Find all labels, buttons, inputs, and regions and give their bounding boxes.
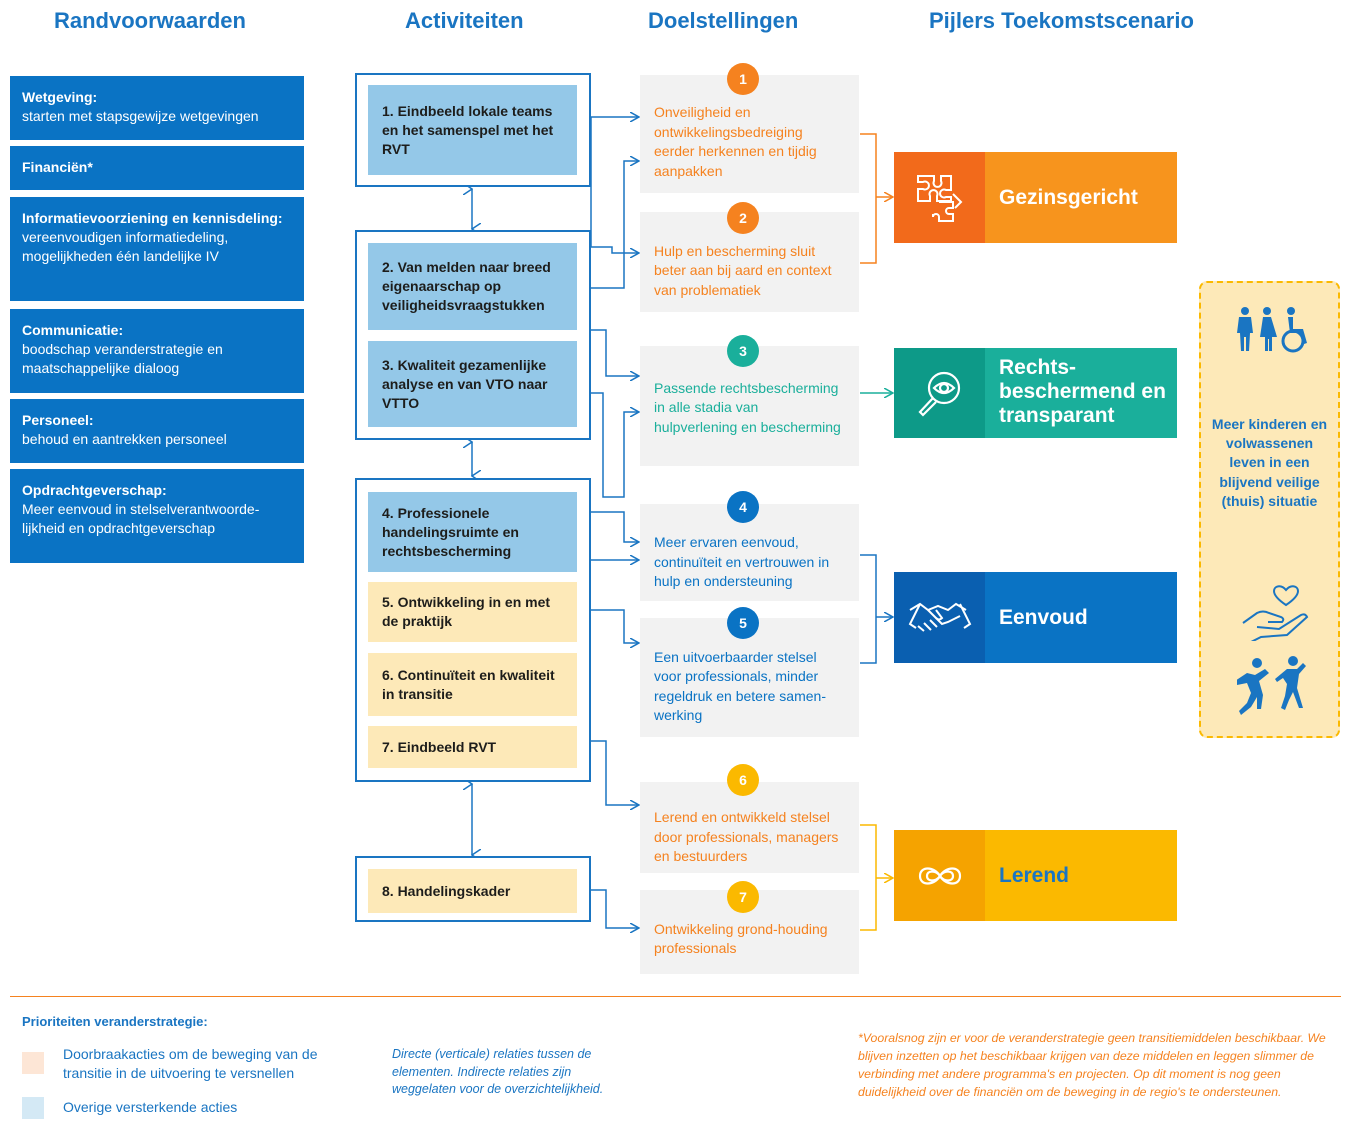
randvoorwaarde-communicatie: Communicatie: boodschap veranderstrategi…	[10, 309, 304, 393]
heart-hand-icon	[1242, 585, 1309, 641]
goal-6: Lerend en ontwikkeld stelsel door profes…	[640, 782, 859, 873]
outcome-box: Meer kinderen en volwassenen leven in ee…	[1199, 281, 1340, 738]
randvoorwaarde-text: behoud en aantrekken personeel	[22, 431, 227, 447]
randvoorwaarde-opdrachtgeverschap: Opdrachtgeverschap: Meer eenvoud in stel…	[10, 469, 304, 563]
goal-1: Onveiligheid en ontwikkelingsbedreiging …	[640, 75, 859, 193]
pillar-lerend: Lerend	[894, 830, 1177, 921]
pillar-eenvoud: Eenvoud	[894, 572, 1177, 663]
pillar-rechtsbeschermend: Rechts-beschermend en transparant	[894, 348, 1177, 438]
randvoorwaarde-financien: Financiën*	[10, 146, 304, 190]
pillar-label: Lerend	[999, 863, 1070, 887]
goal-number-2: 2	[727, 202, 759, 234]
dancing-people-icon	[1237, 656, 1306, 715]
goal-text: Lerend en ontwikkeld stelsel door profes…	[654, 809, 839, 865]
activity-8: 8. Handelingskader	[368, 869, 577, 913]
randvoorwaarde-title: Wetgeving:	[22, 89, 98, 105]
legend-divider	[10, 996, 1341, 997]
activity-4: 4. Professionele handelingsruimte en rec…	[368, 492, 577, 572]
header-pijlers: Pijlers Toekomstscenario	[929, 8, 1194, 33]
goal-number-4: 4	[727, 491, 759, 523]
goal-number-5: 5	[727, 607, 759, 639]
randvoorwaarde-text: starten met stapsgewijze wetgevingen	[22, 108, 259, 124]
activity-6: 6. Continuïteit en kwaliteit in transiti…	[368, 653, 577, 716]
randvoorwaarde-title: Financiën*	[22, 159, 93, 175]
people-wheelchair-icon	[1237, 307, 1307, 353]
legend-title: Prioriteiten veranderstrategie:	[22, 1014, 208, 1029]
activity-3: 3. Kwaliteit gezamenlijke analyse en van…	[368, 341, 577, 427]
goal-number-3: 3	[727, 335, 759, 367]
legend-item-overig: Overige versterkende acties	[63, 1099, 238, 1115]
header-doelstellingen: Doelstellingen	[648, 8, 799, 33]
activity-2: 2. Van melden naar breed eigenaarschap o…	[368, 243, 577, 330]
pillar-label: Eenvoud	[999, 605, 1088, 629]
puzzle-icon	[894, 152, 985, 243]
goal-text: Ontwikkeling grond-houding professionals	[654, 920, 828, 957]
randvoorwaarde-title: Personeel:	[22, 412, 94, 428]
goal-number-1: 1	[727, 63, 759, 95]
randvoorwaarde-text: vereenvoudigen informatiedeling, mogelij…	[22, 229, 229, 264]
activity-7: 7. Eindbeeld RVT	[368, 726, 577, 768]
infinity-icon	[894, 830, 985, 921]
randvoorwaarde-text: Meer eenvoud in stelselverantwoorde-lijk…	[22, 501, 260, 536]
goal-5: Een uitvoerbaarder stelsel voor professi…	[640, 618, 859, 737]
randvoorwaarde-title: Opdrachtgeverschap:	[22, 482, 167, 498]
pillar-label: Rechts-beschermend en transparant	[999, 356, 1166, 427]
pillar-gezinsgericht: Gezinsgericht	[894, 152, 1177, 243]
goal-text: Een uitvoerbaarder stelsel voor professi…	[654, 648, 826, 724]
goal-3: Passende rechtsbescherming in alle stadi…	[640, 346, 859, 466]
legend-swatch-doorbraak	[22, 1052, 44, 1074]
randvoorwaarde-wetgeving: Wetgeving: starten met stapsgewijze wetg…	[10, 76, 304, 140]
goal-text: Passende rechtsbescherming in alle stadi…	[654, 379, 841, 435]
randvoorwaarde-title: Informatievoorziening en kennisdeling:	[22, 210, 283, 226]
goal-number-6: 6	[727, 764, 759, 796]
pillar-label: Gezinsgericht	[999, 185, 1138, 209]
goal-number-7: 7	[727, 881, 759, 913]
legend-item-doorbraak: Doorbraakacties om de beweging van de tr…	[63, 1046, 318, 1081]
activity-1: 1. Eindbeeld lokale teams en het samensp…	[368, 85, 577, 175]
randvoorwaarde-text: boodschap veranderstrategie en maatschap…	[22, 341, 223, 376]
outcome-text: Meer kinderen en volwassenen leven in ee…	[1211, 416, 1328, 509]
goal-text: Onveiligheid en ontwikkelingsbedreiging …	[654, 104, 817, 179]
header-activiteiten: Activiteiten	[405, 8, 524, 33]
activity-5: 5. Ontwikkeling in en met de praktijk	[368, 582, 577, 642]
randvoorwaarde-personeel: Personeel: behoud en aantrekken personee…	[10, 399, 304, 463]
goal-text: Hulp en bescherming sluit beter aan bij …	[654, 242, 832, 298]
footnote: *Vooralsnog zijn er voor de veranderstra…	[858, 1031, 1326, 1099]
legend-note: Directe (verticale) relaties tussen de e…	[392, 1047, 604, 1096]
legend-swatch-overig	[22, 1097, 44, 1119]
magnifier-eye-icon	[894, 348, 985, 438]
randvoorwaarde-informatievoorziening: Informatievoorziening en kennisdeling: v…	[10, 197, 304, 301]
randvoorwaarde-title: Communicatie:	[22, 322, 124, 338]
header-randvoorwaarden: Randvoorwaarden	[54, 8, 246, 33]
goal-text: Meer ervaren eenvoud, continuïteit en ve…	[654, 534, 830, 590]
handshake-icon	[894, 572, 985, 663]
